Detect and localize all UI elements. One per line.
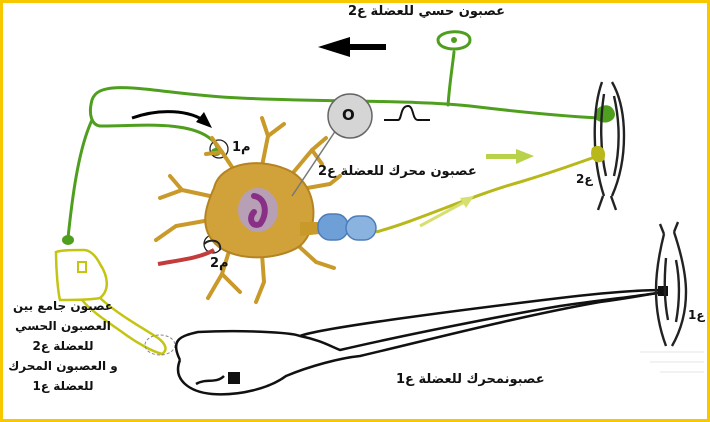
interneuron-label-line-2: العصبون الحسي	[4, 316, 122, 336]
oscilloscope-label: O	[342, 106, 355, 124]
sensory-neuron-label: عصبون حسي للعضلة ع2	[348, 4, 505, 19]
interneuron-label: عصبون جامع بين العصبون الحسي للعضلة ع2 و…	[4, 296, 122, 396]
direction-arrow-top	[318, 37, 386, 57]
interneuron-label-line-1: عصبون جامع بين	[4, 296, 122, 316]
inhibitory-fiber	[158, 250, 214, 264]
motor-1-nucleus	[228, 372, 240, 384]
sensory-terminal-left	[62, 235, 74, 245]
direction-arrow-diagonal	[420, 196, 474, 226]
oscilloscope	[292, 94, 430, 196]
muscle-2-shape	[595, 82, 624, 210]
sensory-receptor	[596, 106, 614, 121]
muscle-1-label: ع1	[688, 308, 705, 322]
interneuron-label-line-5: للعضلة ع1	[4, 376, 122, 396]
motor-neuron-1-label: عصبونمحرك للعضلة ع1	[396, 372, 545, 387]
motor-terminal-muscle-2	[591, 146, 605, 162]
muscle-1-shape	[656, 222, 686, 346]
motor-1-terminal	[658, 286, 668, 296]
muscle-2-label: ع2	[576, 172, 593, 186]
sensory-neuron-path	[68, 52, 600, 238]
interneuron-nucleus	[78, 262, 86, 272]
motor-1-dendrite	[196, 376, 224, 384]
interneuron-label-line-3: للعضلة ع2	[4, 336, 122, 356]
scan-artifact	[640, 352, 704, 372]
motor-neuron-2-label: عصبون محرك للعضلة ع2	[318, 164, 477, 179]
synapse-m1-label: م1	[232, 140, 251, 155]
motor-neuron-cell-body	[156, 118, 376, 302]
synapse-m2-label: م2	[210, 256, 229, 271]
direction-arrow-motor-2	[486, 149, 534, 164]
sensory-cell-body	[438, 32, 470, 49]
interneuron-label-line-4: و العصبون المحرك	[4, 356, 122, 376]
